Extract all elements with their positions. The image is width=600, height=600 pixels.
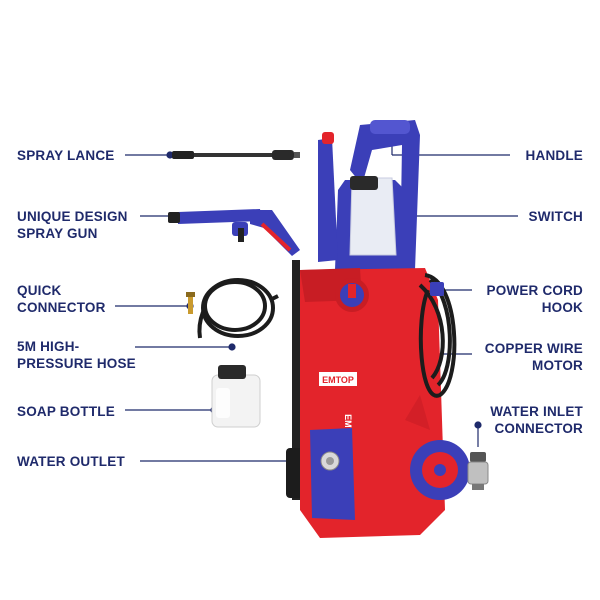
label-copper-motor: COPPER WIRE MOTOR (484, 341, 583, 373)
spray-lance (172, 150, 300, 160)
pressure-washer: EMTOP EMTOP (286, 120, 470, 538)
label-water-outlet: WATER OUTLET (17, 454, 125, 469)
label-switch: SWITCH (528, 209, 583, 224)
label-soap-bottle: SOAP BOTTLE (17, 404, 115, 419)
quick-connector (186, 292, 195, 314)
label-spray-lance: SPRAY LANCE (17, 148, 115, 163)
label-handle: HANDLE (525, 148, 583, 163)
leader-dot-water-inlet (474, 421, 482, 429)
label-hose: 5M HIGH- PRESSURE HOSE (17, 339, 136, 371)
label-spray-gun: UNIQUE DESIGN SPRAY GUN (17, 209, 128, 241)
high-pressure-hose (197, 278, 279, 339)
label-power-cord-hook: POWER CORD HOOK (486, 283, 583, 315)
leader-dot-hose (228, 343, 236, 351)
water-inlet-connector (467, 452, 489, 490)
label-water-inlet: WATER INLET CONNECTOR (490, 404, 583, 436)
soap-bottle (211, 365, 261, 428)
label-quick-connector: QUICK CONNECTOR (17, 283, 106, 315)
brand-logo: EMTOP (322, 375, 354, 385)
spray-gun (168, 209, 300, 256)
handle-grip (370, 120, 410, 134)
power-cord-hook (430, 282, 444, 296)
